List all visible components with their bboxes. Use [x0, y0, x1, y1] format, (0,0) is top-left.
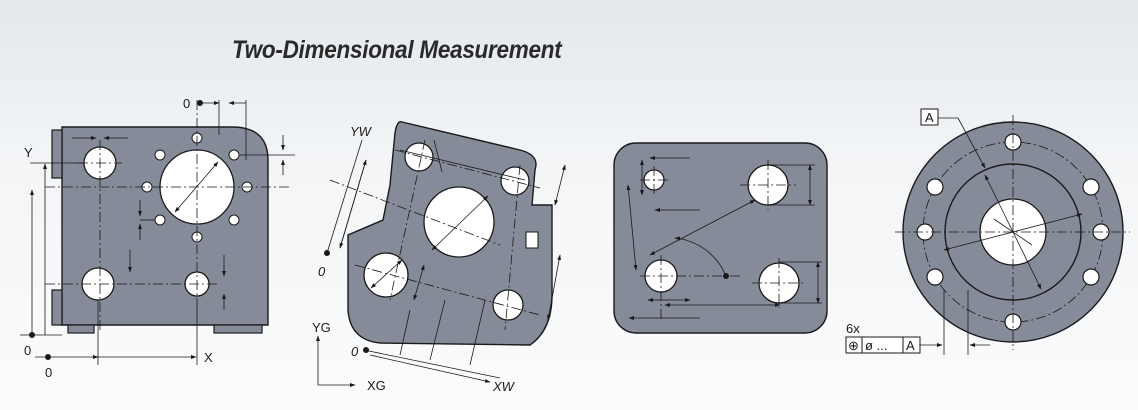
- figure-rotated-part: YW XW YG XG 0 0: [312, 121, 566, 394]
- dimension-lines: [20, 100, 295, 365]
- center-lines: [640, 160, 806, 320]
- page-title: Two-Dimensional Measurement: [232, 36, 562, 64]
- fcf-datum: A: [906, 338, 915, 353]
- origin-label-top: 0: [183, 96, 190, 111]
- axis-label-xw: XW: [492, 379, 516, 394]
- axis-label-x: X: [204, 350, 213, 365]
- axis-label-xg: XG: [367, 378, 386, 393]
- hole-count-label: 6x: [846, 321, 860, 336]
- hole-large: [423, 186, 495, 258]
- origin-label-bottom: 0: [351, 344, 359, 359]
- hole: [500, 166, 530, 196]
- hole: [492, 289, 524, 321]
- dimension-lines: [920, 117, 1083, 355]
- origin-label-bottom: 0: [45, 365, 52, 380]
- axis-label-yw: YW: [350, 124, 373, 139]
- origin-point: [197, 100, 203, 106]
- origin-point: [45, 354, 51, 360]
- hole: [363, 252, 409, 298]
- position-symbol: ⊕: [848, 338, 859, 353]
- bolt-hole: [926, 268, 944, 286]
- bolt-hole: [228, 214, 240, 226]
- plate-tab-upper: [51, 129, 63, 179]
- bolt-hole: [1082, 178, 1100, 196]
- datum-box: [920, 108, 939, 126]
- axis-label-yg: YG: [312, 320, 331, 335]
- bolt-hole: [1082, 268, 1100, 286]
- bolt-hole: [154, 149, 166, 161]
- origin-point: [363, 347, 369, 353]
- plate-body: [613, 142, 828, 334]
- origin-label-left: 0: [318, 264, 326, 279]
- figure-angle-plate: [613, 142, 828, 334]
- plate-tab-lower: [51, 289, 63, 326]
- plate-foot-left: [67, 324, 95, 334]
- tolerance-value: ø ...: [865, 338, 887, 353]
- origin-point: [324, 250, 330, 256]
- dimension-lines: [626, 156, 822, 320]
- hole: [404, 142, 434, 172]
- slot-notch: [525, 231, 539, 249]
- bolt-hole: [228, 149, 240, 161]
- figure-flange: A 6x ⊕ ø ... A: [845, 108, 1130, 355]
- axis-label-y: Y: [24, 145, 33, 160]
- figure-rectangular-plate: Y X 0 0 0: [20, 96, 295, 380]
- pivot-point: [723, 273, 729, 279]
- dimension-lines: [316, 139, 566, 387]
- feature-control-frame: ⊕ ø ... A: [845, 336, 921, 354]
- bolt-hole: [926, 178, 944, 196]
- datum-label: A: [925, 110, 934, 125]
- plate-foot-right: [213, 324, 263, 334]
- bolt-hole: [154, 214, 166, 226]
- origin-point: [29, 332, 35, 338]
- origin-label-left: 0: [24, 343, 31, 358]
